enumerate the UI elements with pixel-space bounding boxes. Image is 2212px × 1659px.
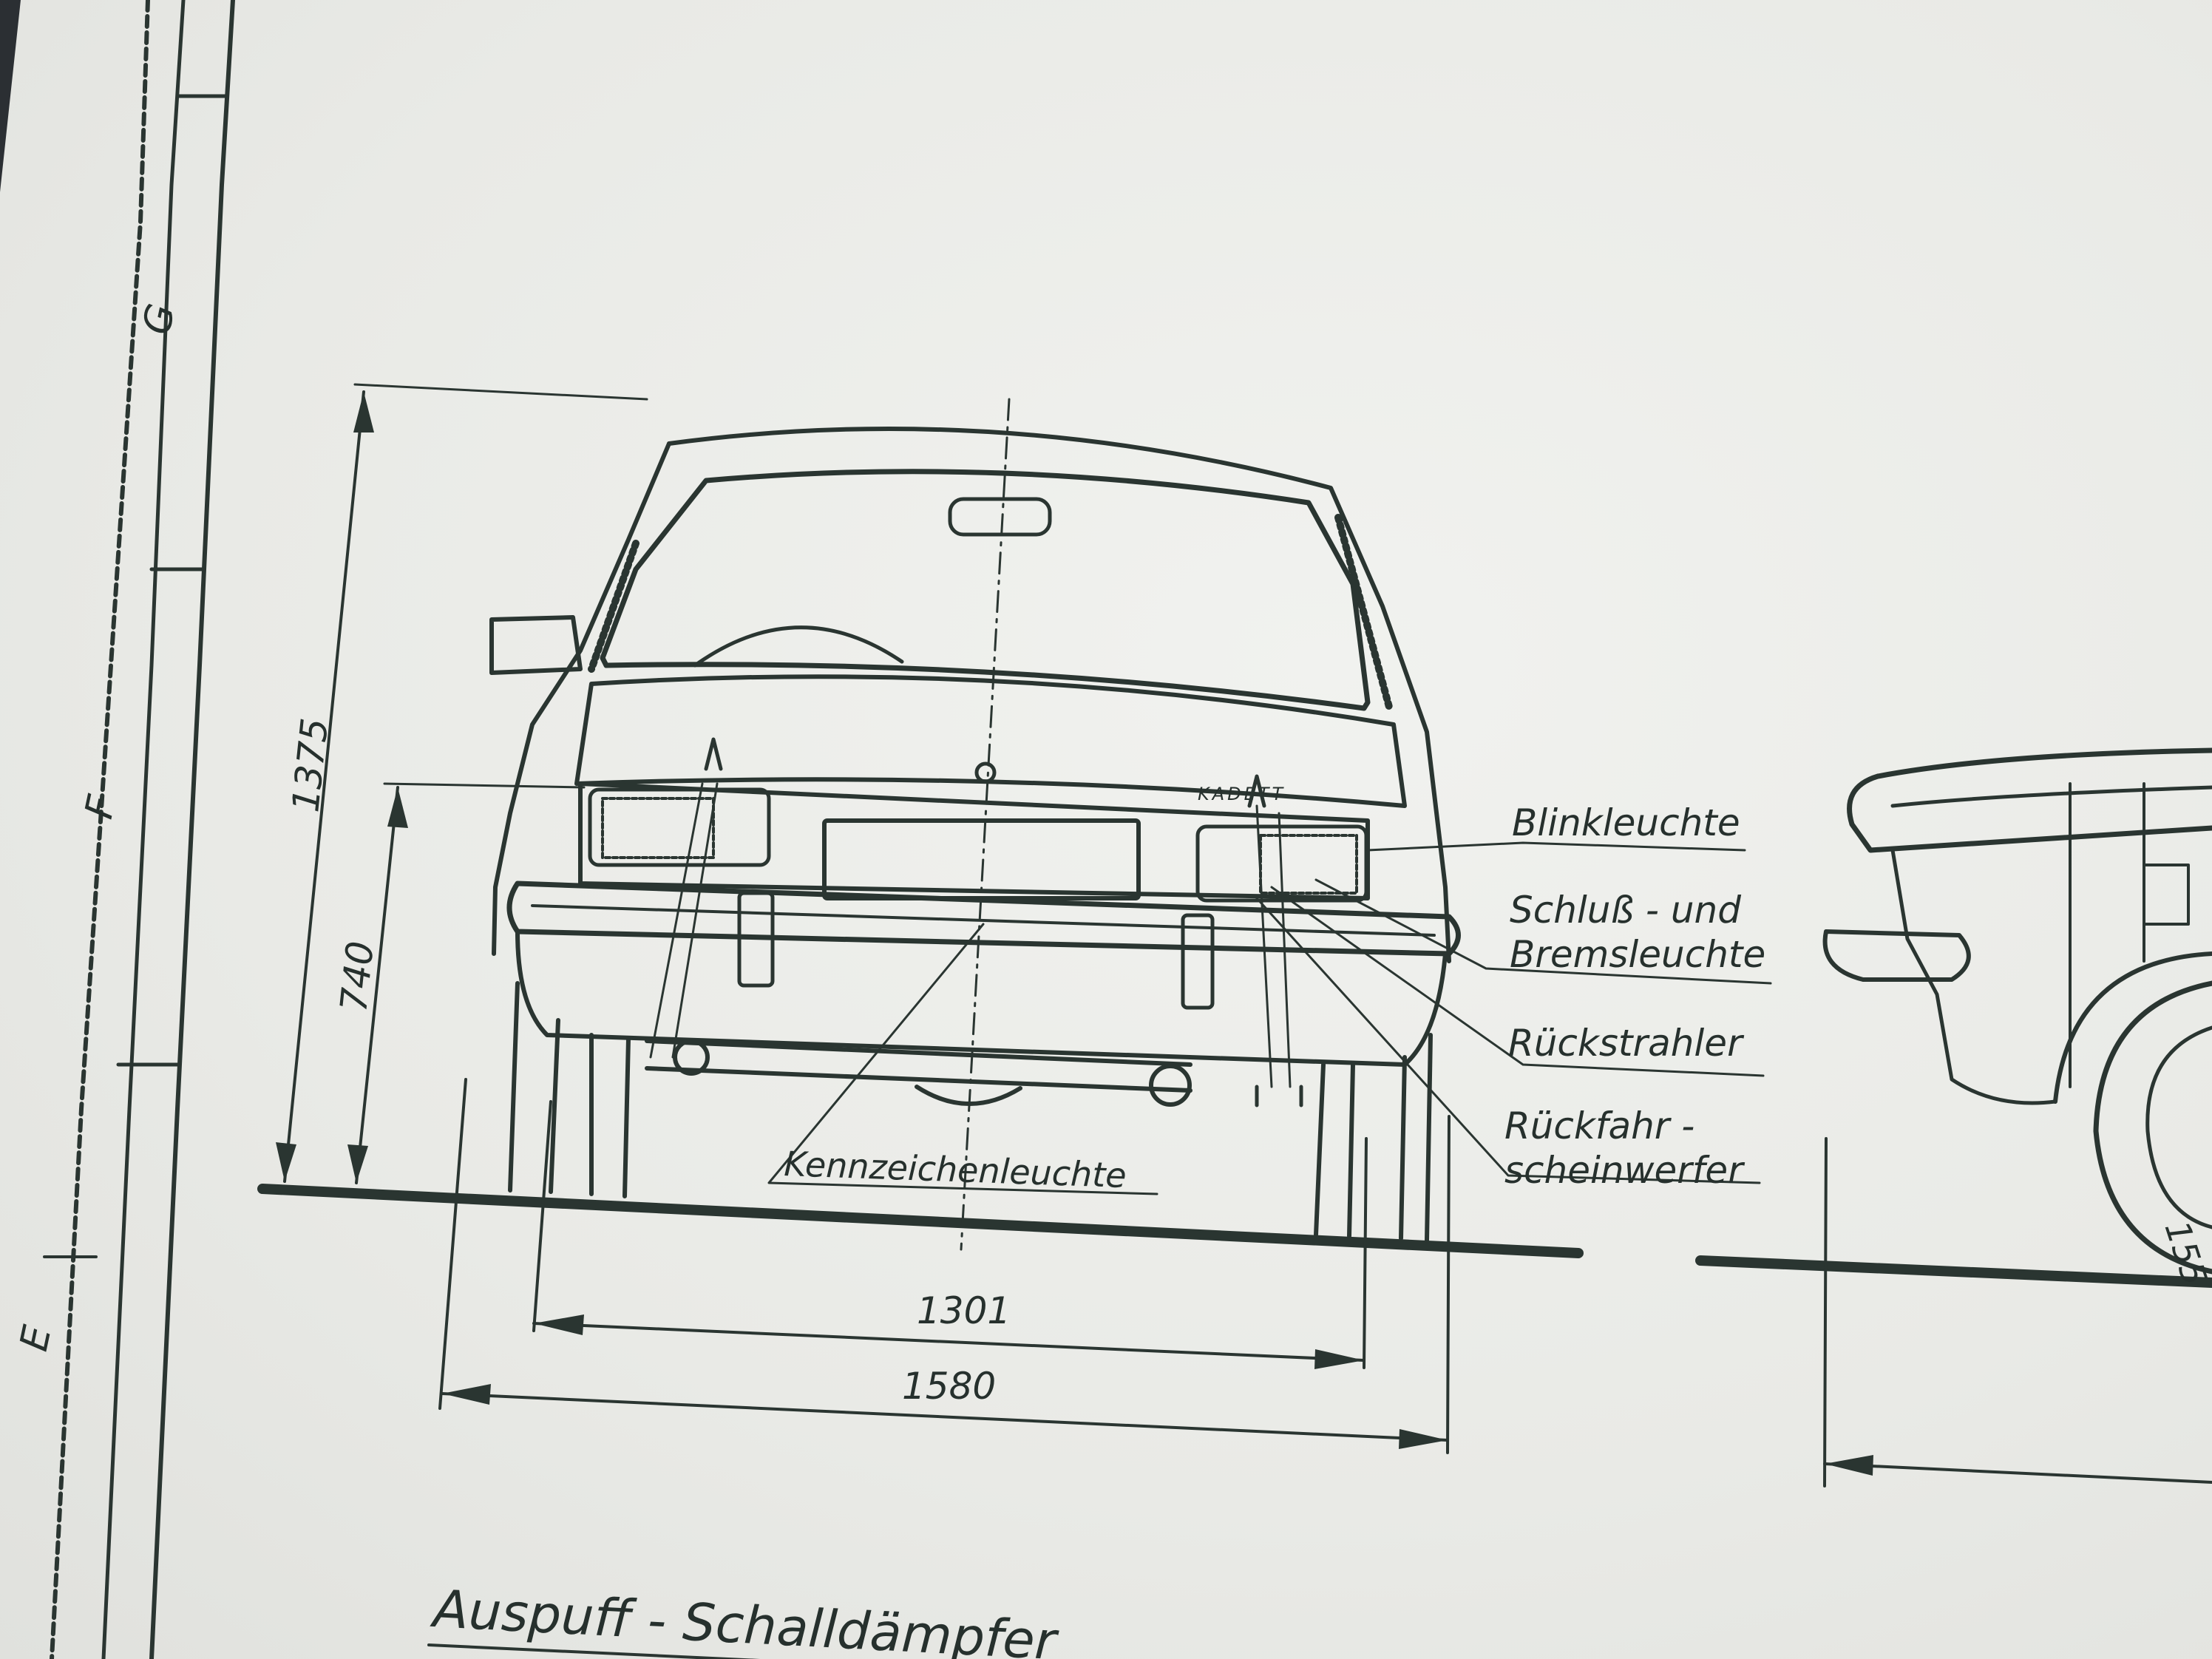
dim-overall-width: 1580 <box>902 1365 996 1408</box>
section-heading: Auspuff - Schalldämpfer <box>429 1578 1061 1659</box>
ground-line-side-view <box>1695 1255 2212 1288</box>
dim-track-width: 1301 <box>917 1289 1011 1332</box>
zone-letter-g: G <box>135 300 184 339</box>
car-rear-view: KADETT <box>489 398 1461 1251</box>
dimension-height-lines <box>276 383 648 1184</box>
dimension-width-lines <box>438 1078 1451 1454</box>
dim-overall-height: 1375 <box>284 716 336 815</box>
callout-rueckfahr-line1: Rückfahr - <box>1504 1105 1694 1147</box>
desk-corner <box>0 0 21 192</box>
callout-kennzeichenleuchte: Kennzeichenleuchte <box>784 1144 1127 1195</box>
callout-schluss-line1: Schluß - und <box>1510 889 1741 932</box>
callout-blinkleuchte: Blinkleuchte <box>1512 801 1740 844</box>
dim-light-height: 740 <box>332 939 382 1014</box>
callout-rueckfahr-line2: scheinwerfer <box>1504 1149 1745 1192</box>
callout-leaders <box>649 782 1772 1195</box>
callout-schluss-line2: Bremsleuchte <box>1510 933 1765 976</box>
kadett-badge: KADETT <box>1198 784 1286 804</box>
callout-rueckstrahler: Rückstrahler <box>1508 1022 1745 1065</box>
zone-letter-e: E <box>12 1322 61 1355</box>
car-side-view-partial <box>1822 747 2212 1487</box>
sheet-border <box>43 0 235 1659</box>
ground-line-rear-view <box>257 1184 1584 1258</box>
